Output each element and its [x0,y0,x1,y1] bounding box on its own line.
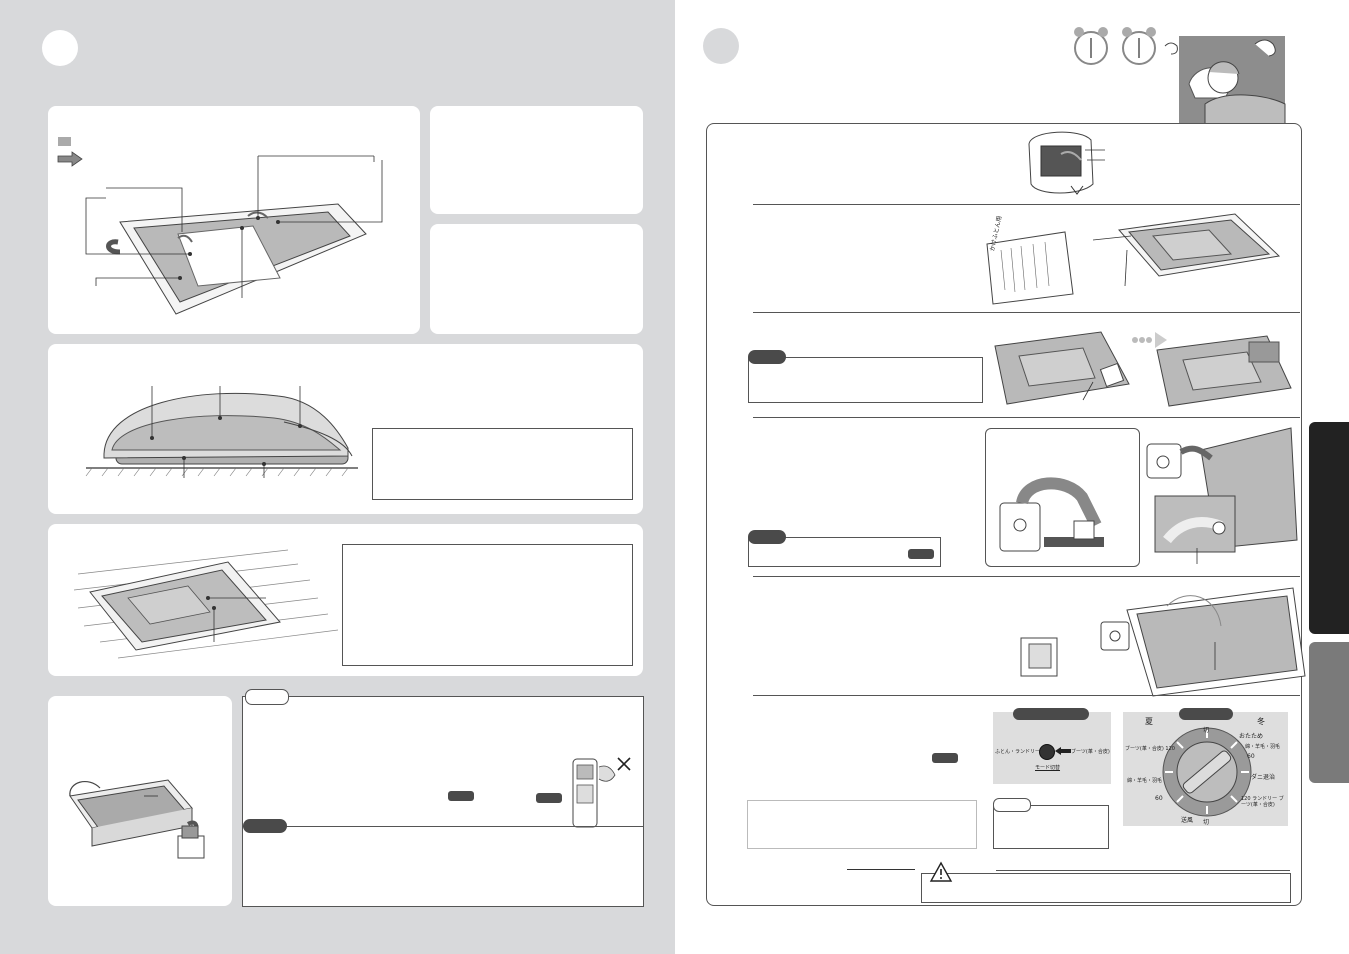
warning-triangle-icon [929,861,953,882]
panel-cross-section [48,344,643,514]
side-tab-gray[interactable] [1309,642,1349,783]
panel-bag-in-bed [48,696,232,906]
panel-note-bottom [430,224,643,334]
hose-connection-illustration [999,477,1104,552]
notes-panel [242,689,644,907]
bag-label-illustration [986,231,1074,305]
side-tab-dark[interactable] [1309,422,1349,634]
warning-bar [921,861,1291,903]
dial-laundry-boots-120: 120 ランドリー ブーツ(革・合皮) [1241,796,1284,808]
bag-opening-illustration [994,331,1130,405]
step-divider-1 [753,204,1300,205]
mode-boots-label: ブーツ(革・合皮) [1071,749,1110,755]
dial-sixty-left: 60 [1155,795,1163,802]
sleeping-girl-illustration [1164,36,1286,145]
step4-note-chip [748,530,786,544]
futon-cross-section-illustration [85,386,358,478]
dial-silk-wool-feather-left: 綿・羊毛・羽毛 [1127,778,1163,784]
machine-opening-illustration [1028,131,1105,195]
page-ref-chip [448,791,474,801]
dial-silk-wool-feather-top: 綿・羊毛・羽毛 [1245,744,1281,750]
step-divider-4 [753,576,1300,577]
page-ref-chip [932,753,958,763]
dial-sixty-right: 60 [1247,753,1255,760]
right-arrow-icon [57,151,83,167]
step3-note-chip [748,350,786,364]
dehumidifier-illustration [572,758,616,828]
panel-note-top [430,106,643,214]
bag-on-tatami-illustration [73,549,339,659]
dial-warm-label: おたため [1239,733,1264,740]
bag-parts-illustration [85,155,383,315]
section-number-circle-right [703,28,739,64]
page-ref-chip [536,793,562,803]
left-arrow-icon [1055,747,1071,755]
page-ref-chip [908,549,934,559]
dial-off-bottom: 切 [1203,819,1210,826]
dial-off-top: 切 [1203,727,1210,734]
panel-bag-parts [48,106,420,334]
bag-in-bed-illustration [69,779,205,859]
timer-dial-knob[interactable] [1159,724,1255,820]
warning-leader-line [847,869,915,870]
note-label-chip [245,689,289,705]
step-divider-2 [753,312,1300,313]
left-page [0,0,675,954]
mode-note-box [993,805,1109,849]
plug-in-illustration [1020,587,1306,697]
step6-note-box [747,800,977,849]
panel-bag-on-floor [48,524,643,676]
mode-futon-laundry-label: ふとん・ランドリー [995,749,1041,755]
mode-switch-label: モード切替 [1035,765,1061,771]
alarm-clock-icon [1074,27,1108,65]
notes-divider [243,826,643,827]
timer-dial-header [1179,708,1233,720]
mode-note-chip [993,798,1031,812]
x-mark-icon [617,757,631,771]
dial-blow-label: 送風 [1181,817,1194,824]
section-number-circle-left [42,30,78,66]
step-divider-3 [753,417,1300,418]
timer-dial-panel: 夏 冬 切 おたため ブーツ(革・合皮) 120 綿・羊毛・羽毛 60 ダニ退治… [1123,708,1288,826]
dial-summer-label: 夏 [1145,717,1153,726]
warning-bar-top-line [996,870,1290,871]
hose-connection-box [985,428,1140,567]
step3-note-box [748,357,983,403]
step-divider-5 [753,695,1300,696]
mode-switch-knob[interactable] [1039,744,1055,760]
progress-arrow-icon [1132,332,1167,348]
alarm-clock-icon [1122,27,1156,65]
mode-switch-header [1013,708,1089,720]
bag-sealed-illustration [1156,335,1292,407]
connected-machine-illustration [1146,427,1298,564]
bag-flat-illustration [1092,213,1281,287]
right-page: かけふとん用 [675,0,1349,954]
dial-winter-label: 冬 [1257,717,1265,726]
dial-mite-label: ダニ退治 [1251,774,1276,781]
note-box-cross-section [372,428,633,500]
note-box-floor [342,544,633,666]
legend-swatch [58,137,71,146]
caution-chip [243,819,287,833]
dial-boots-120: ブーツ(革・合皮) 120 [1125,746,1175,752]
mode-switch-panel: ふとん・ランドリー ブーツ(革・合皮) モード切替 [993,708,1111,784]
